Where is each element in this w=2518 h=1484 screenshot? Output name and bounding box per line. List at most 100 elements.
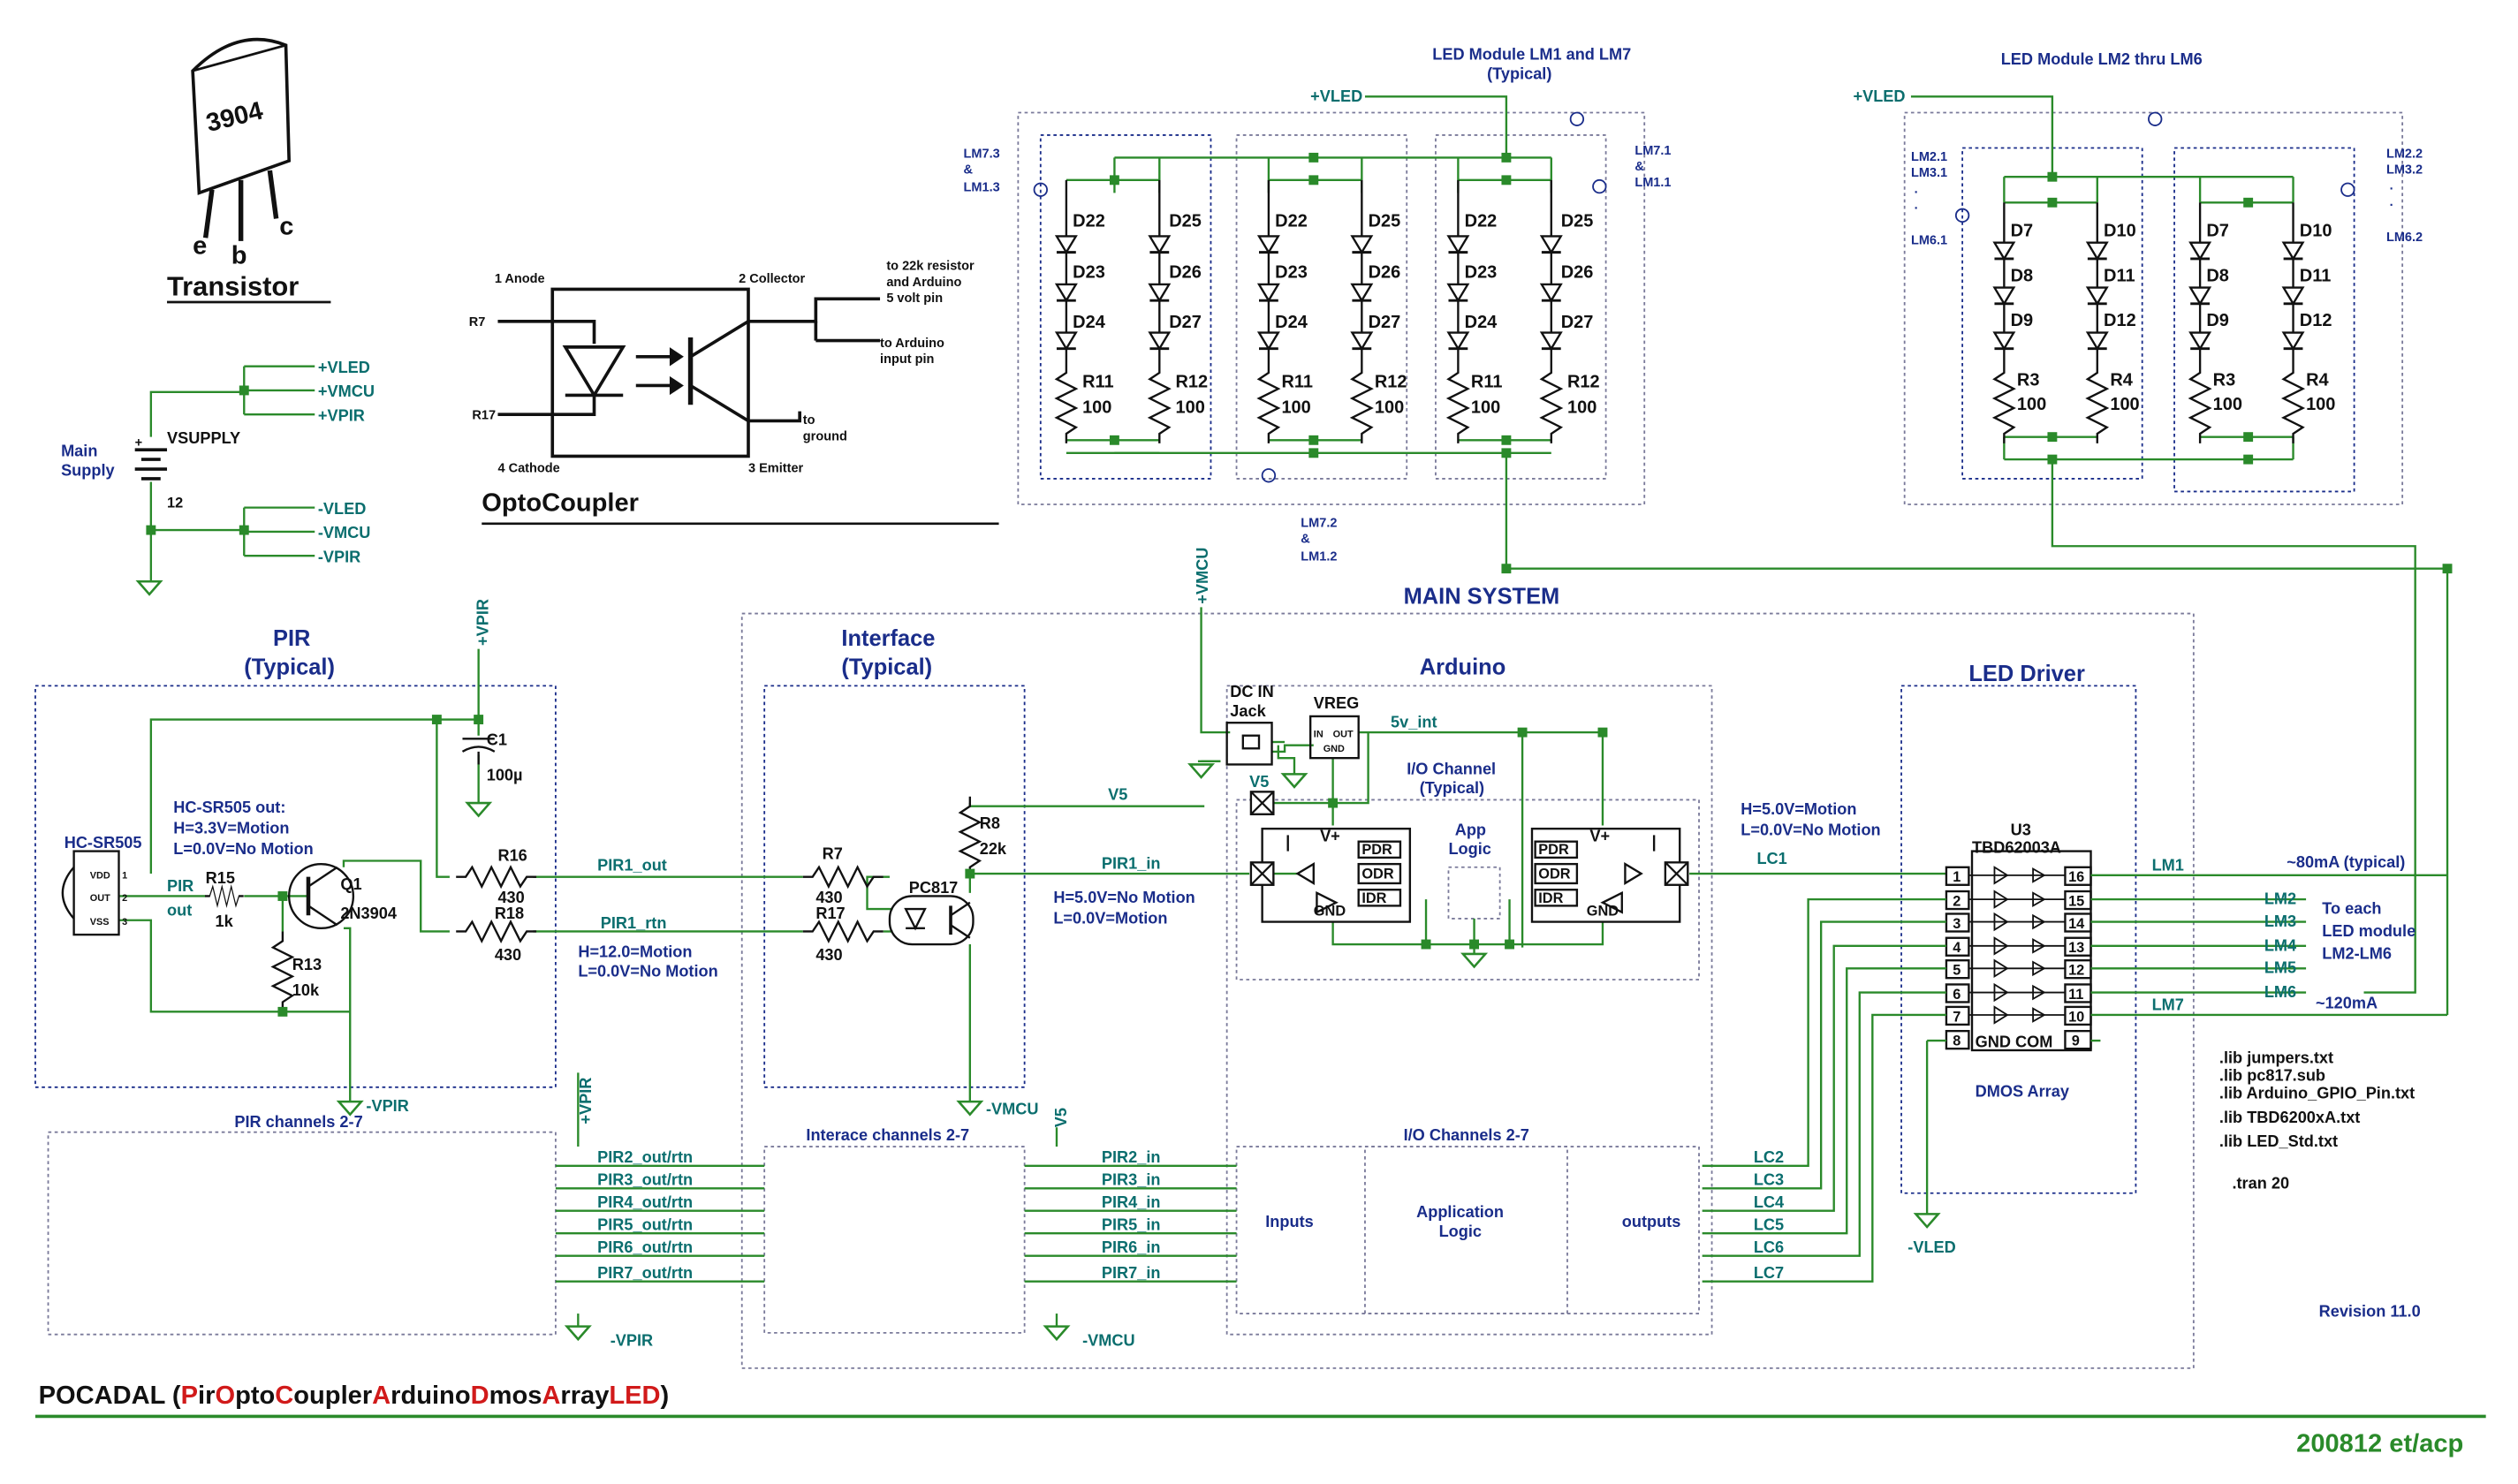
- current-typical: ~80mA (typical): [2287, 853, 2405, 871]
- svg-text:PIR7_in: PIR7_in: [1102, 1264, 1161, 1282]
- application-label: Application: [1416, 1203, 1504, 1221]
- rail-neg-vpir: -VPIR: [318, 548, 360, 565]
- svg-text:PIR2_in: PIR2_in: [1102, 1148, 1161, 1166]
- svg-text:PIR3_out/rtn: PIR3_out/rtn: [597, 1171, 693, 1189]
- svg-text:100: 100: [1175, 398, 1204, 417]
- out-net-label: out: [167, 901, 192, 919]
- svg-text:R3: R3: [2017, 370, 2040, 390]
- interface-junctions: [965, 868, 975, 879]
- opto-anode: 1 Anode: [495, 272, 545, 286]
- svg-text:LC6: LC6: [1754, 1238, 1784, 1256]
- interface-ground-icon: [957, 1100, 982, 1116]
- pir-components: [61, 738, 496, 936]
- io-channel-label: I/O Channel: [1407, 760, 1496, 777]
- dc-jack-ground-icon: [1188, 763, 1214, 779]
- rail-neg-vled: -VLED: [318, 500, 366, 518]
- lib-list: .lib jumpers.txt.lib pc817.sub .lib Ardu…: [2219, 1049, 2415, 1151]
- pc817-label: PC817: [909, 879, 959, 897]
- c1-label: C1: [487, 731, 507, 749]
- supply-junctions: [146, 385, 249, 535]
- io-vplus-left: V+: [1320, 828, 1340, 845]
- svg-text:D7: D7: [2206, 221, 2229, 240]
- connector-rings: [1033, 111, 2355, 483]
- svg-text:.lib pc817.sub: .lib pc817.sub: [2219, 1067, 2325, 1085]
- footer-stamp: 200812 et/acp: [2296, 1429, 2463, 1458]
- svg-text:5: 5: [1953, 963, 1961, 979]
- app-logic-label2: Logic: [1448, 840, 1490, 858]
- battery-icon: [134, 448, 168, 481]
- svg-text:R12: R12: [1375, 372, 1407, 391]
- pir-wires: [118, 648, 803, 1102]
- svg-text:D8: D8: [2206, 266, 2229, 285]
- net-v5: V5: [1108, 785, 1127, 803]
- lm72a: LM7.2: [1301, 516, 1337, 530]
- r16-resistor: [455, 866, 538, 888]
- svg-text:PIR5_in: PIR5_in: [1102, 1216, 1161, 1234]
- interface-wires: [866, 803, 1250, 1102]
- svg-text:PIR5_out/rtn: PIR5_out/rtn: [597, 1216, 693, 1234]
- svg-text:LM7: LM7: [2152, 996, 2184, 1014]
- lm72c: LM1.2: [1301, 550, 1337, 564]
- vreg-in: IN: [1314, 730, 1323, 740]
- to-each-1: To each: [2322, 899, 2381, 917]
- dot-4: .: [2390, 195, 2393, 209]
- lm21a: LM2.1: [1911, 150, 1947, 164]
- io-gnd-right: GND: [1587, 903, 1619, 919]
- driver-neg-rail: -VLED: [1907, 1238, 1955, 1256]
- lm61: LM6.1: [1911, 234, 1947, 248]
- to-each-2: LED module: [2322, 922, 2416, 940]
- svg-text:.lib TBD6200xA.txt: .lib TBD6200xA.txt: [2219, 1109, 2360, 1126]
- dot-2: .: [1915, 199, 1918, 213]
- interface-neg-rail: -VMCU: [986, 1101, 1039, 1118]
- region-boxes: [34, 111, 2404, 1369]
- r16-label: R16: [497, 847, 527, 865]
- svg-text:D12: D12: [2104, 311, 2136, 330]
- svg-text:LM5: LM5: [2264, 959, 2296, 977]
- lm73a: LM7.3: [964, 147, 1000, 161]
- svg-text:R4: R4: [2306, 370, 2329, 390]
- svg-text:D24: D24: [1275, 313, 1308, 332]
- lm17-vled: +VLED: [1310, 87, 1362, 105]
- interface-bus-ground-icon: [1043, 1325, 1069, 1341]
- q1-label: Q1: [340, 875, 361, 893]
- lm71a: LM7.1: [1634, 144, 1671, 158]
- svg-text:R12: R12: [1567, 372, 1600, 391]
- vreg-out: OUT: [1333, 730, 1354, 740]
- svg-text:D26: D26: [1369, 263, 1401, 283]
- svg-text:LC2: LC2: [1754, 1148, 1784, 1166]
- led-diodes: [1055, 235, 2304, 351]
- r16-value: 430: [497, 889, 524, 906]
- driver-wires: [1702, 568, 2449, 1283]
- svg-text:LM6: LM6: [2264, 983, 2296, 1001]
- supply-label: Supply: [61, 461, 115, 479]
- lm22a: LM2.2: [2386, 147, 2423, 161]
- pin-num-2: 2: [122, 893, 127, 904]
- svg-text:R12: R12: [1175, 372, 1208, 391]
- net-pir1-out: PIR1_out: [597, 856, 667, 874]
- c1-value: 100µ: [487, 767, 523, 784]
- lm62: LM6.2: [2386, 231, 2423, 245]
- u3-part: TBD62003A: [1972, 838, 2061, 856]
- svg-text:3: 3: [1953, 916, 1961, 932]
- vsupply-value: 12: [167, 496, 183, 511]
- vreg-gnd: GND: [1323, 744, 1345, 754]
- odr-right: ODR: [1538, 866, 1571, 882]
- idr-left: IDR: [1361, 890, 1386, 906]
- svg-text:100: 100: [1281, 398, 1310, 417]
- pir-net-label: PIR: [167, 877, 193, 895]
- pir-channels: PIR channels 2-7: [234, 1113, 362, 1131]
- svg-text:4: 4: [1953, 940, 1961, 956]
- opto-cathode: 4 Cathode: [497, 462, 559, 476]
- vreg-label: VREG: [1314, 694, 1359, 712]
- driver-pins-left: 12 34 56 78: [1953, 869, 1961, 1049]
- svg-text:2: 2: [1953, 893, 1961, 909]
- lc-note2: L=0.0V=No Motion: [1741, 821, 1880, 838]
- interface-title: Interface: [841, 626, 935, 651]
- dot-3: .: [2390, 179, 2393, 193]
- pin-c: c: [279, 213, 293, 241]
- supply-wires: [149, 365, 315, 582]
- vsupply-name: VSUPPLY: [167, 429, 240, 447]
